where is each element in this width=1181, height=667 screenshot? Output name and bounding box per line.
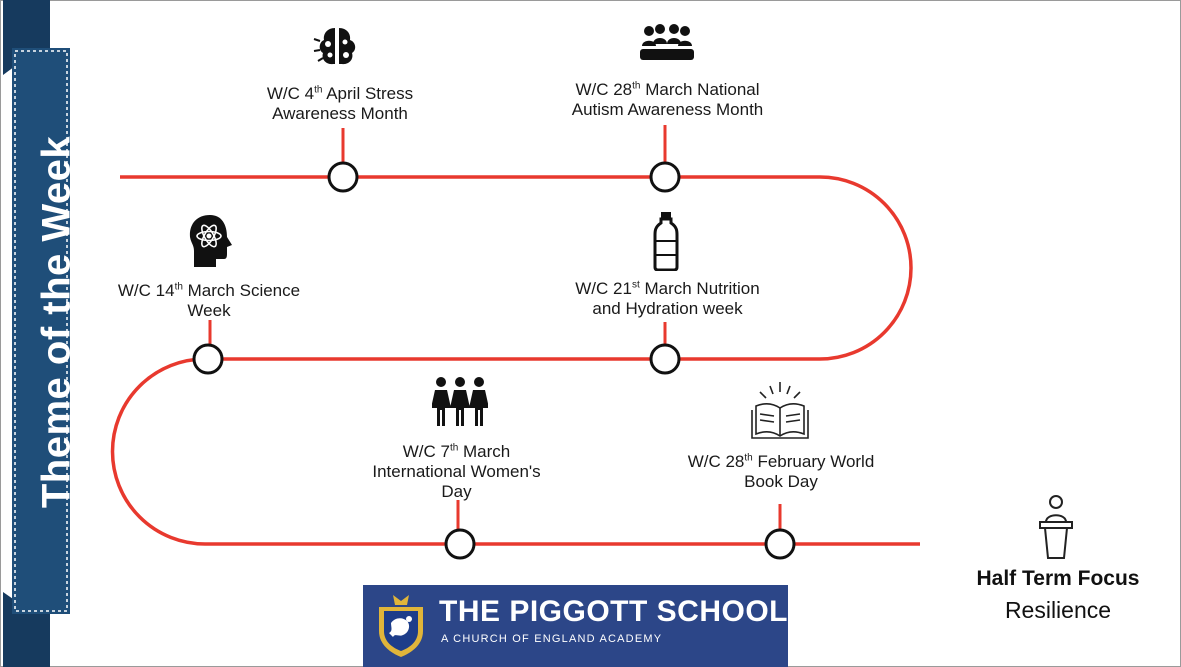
side-banner-ribbon — [3, 0, 70, 667]
event-label-women: W/C 7th March International Women's Day — [372, 442, 541, 501]
timeline-node-book — [764, 528, 796, 560]
event-label-science: W/C 14th March Science Week — [117, 281, 301, 320]
open-book-icon — [751, 382, 809, 439]
event-label-nutrition: W/C 21st March Nutrition and Hydration w… — [575, 279, 760, 318]
school-crest-icon — [379, 595, 423, 657]
timeline-node-science — [192, 343, 224, 375]
school-subtitle: A CHURCH OF ENGLAND ACADEMY — [441, 633, 663, 645]
school-logo: THE PIGGOTT SCHOOL A CHURCH OF ENGLAND A… — [363, 585, 788, 667]
event-label-autism: W/C 28th March National Autism Awareness… — [571, 80, 764, 119]
side-banner: Theme of the Week — [12, 0, 92, 667]
event-label-stress: W/C 4th April Stress Awareness Month — [266, 84, 414, 123]
group-meeting-icon — [640, 24, 694, 60]
half-term-focus-title: Half Term Focus — [976, 567, 1140, 590]
timeline-node-stress — [327, 161, 359, 193]
timeline-node-women — [444, 528, 476, 560]
side-banner-title: Theme of the Week — [34, 135, 79, 509]
podium-speaker-icon — [1039, 495, 1073, 559]
event-label-book: W/C 28th February World Book Day — [687, 452, 875, 491]
women-group-icon — [432, 377, 488, 426]
timeline-node-autism — [649, 161, 681, 193]
school-name: THE PIGGOTT SCHOOL — [439, 595, 789, 628]
timeline-stems — [208, 125, 782, 530]
water-bottle-icon — [653, 212, 679, 271]
brain-gears-icon — [313, 28, 356, 65]
half-term-focus-value: Resilience — [1004, 597, 1112, 623]
science-head-icon — [189, 215, 232, 267]
timeline-node-nutrition — [649, 343, 681, 375]
